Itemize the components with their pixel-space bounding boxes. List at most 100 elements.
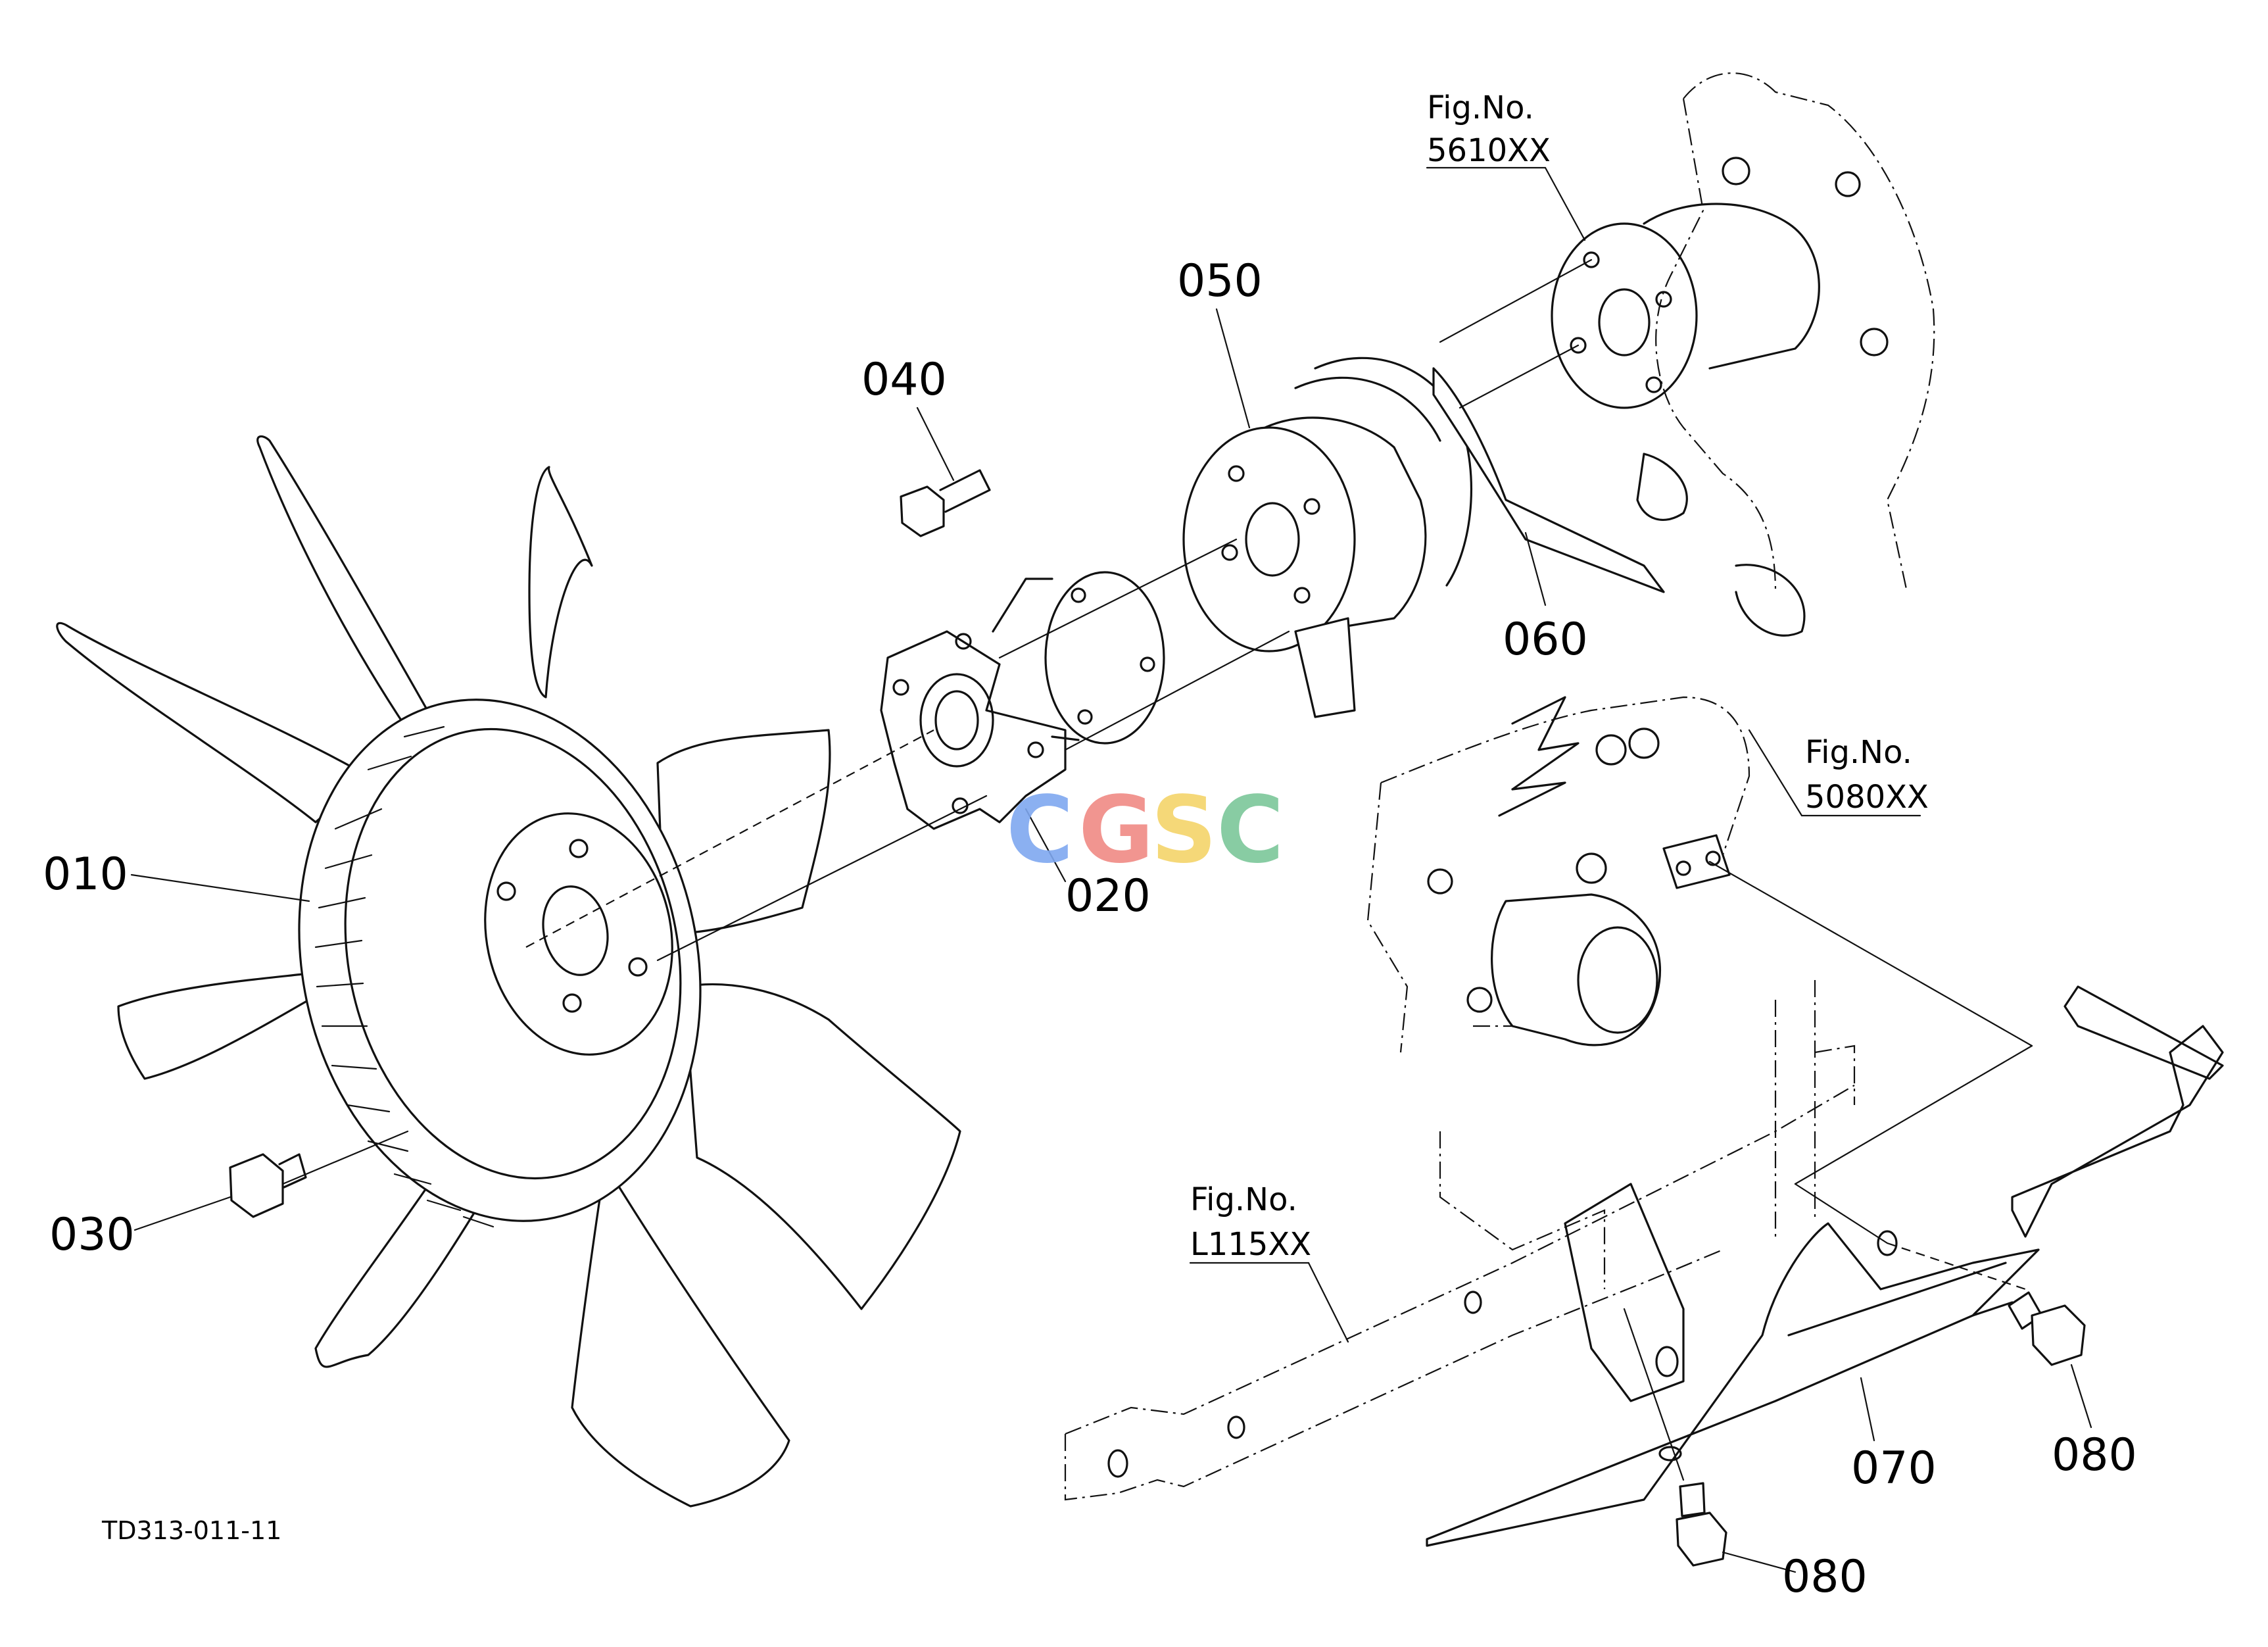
water-pump-shaft-boss bbox=[1598, 288, 1651, 356]
spacer-rear-body bbox=[992, 578, 1080, 741]
bolt-080-right bbox=[2008, 1291, 2086, 1366]
part-label-010: 010 bbox=[43, 848, 128, 900]
bolt-040-head bbox=[900, 485, 945, 537]
spacer-rear-hole-3 bbox=[1077, 709, 1093, 725]
engine-block-pipe-end bbox=[1577, 926, 1658, 1034]
fan-hub-bolt-hole-3 bbox=[562, 993, 582, 1013]
pulley-hole-3 bbox=[1293, 587, 1311, 604]
bolt-080-bottom-head bbox=[1676, 1512, 1727, 1567]
engine-block-spikes bbox=[1498, 696, 1580, 817]
pulley-hole-1 bbox=[1228, 465, 1245, 482]
spacer-rear-hole-2 bbox=[1140, 656, 1155, 672]
fan-blade-assembly bbox=[56, 435, 961, 1508]
part-label-030: 030 bbox=[49, 1209, 135, 1261]
engine-block-boss-2 bbox=[1628, 727, 1660, 759]
water-pump-bolt-boss-1 bbox=[1722, 157, 1750, 185]
part-label-040: 040 bbox=[861, 354, 947, 406]
fig-ref-5080-number: 5080XX bbox=[1805, 779, 1929, 816]
frame-rail-hole-2 bbox=[1227, 1415, 1245, 1439]
bolt-030-shank bbox=[278, 1153, 307, 1189]
fan-blade-bottom bbox=[571, 1163, 790, 1508]
stay-bracket-070 bbox=[1426, 985, 2224, 1547]
v-belt bbox=[1294, 367, 1665, 718]
fan-blade-left bbox=[117, 972, 310, 1080]
watermark-letter-1: C bbox=[1006, 777, 1074, 884]
stay-bracket-upper-arm bbox=[2011, 1025, 2224, 1238]
stay-bracket-fold bbox=[1787, 1262, 2014, 1337]
part-label-060: 060 bbox=[1503, 614, 1588, 666]
pulley-front-face bbox=[1182, 426, 1356, 652]
spacer-hole-2 bbox=[1027, 741, 1044, 758]
part-label-080-right: 080 bbox=[2052, 1429, 2137, 1481]
water-pump-flange-hole-1 bbox=[1583, 251, 1600, 268]
water-pump-bolt-boss-3 bbox=[1835, 171, 1861, 197]
part-label-020: 020 bbox=[1065, 870, 1151, 922]
frame-right-post bbox=[1814, 1045, 1856, 1105]
bolt-030-head bbox=[229, 1153, 284, 1218]
fan-blade-lower-right bbox=[683, 983, 961, 1310]
assembly-centerlines bbox=[281, 258, 2033, 1481]
water-pump-lower-port bbox=[1735, 564, 1806, 637]
part-labels: 010 020 030 040 050 060 070 080 080 bbox=[43, 255, 2137, 1603]
frame-rail-hole-1 bbox=[1107, 1449, 1128, 1478]
part-label-050: 050 bbox=[1177, 255, 1263, 307]
engine-block-pad-hole-2 bbox=[1705, 850, 1721, 866]
part-label-070: 070 bbox=[1851, 1442, 1937, 1494]
water-pump-flange-hole-3 bbox=[1645, 376, 1662, 393]
fan-shroud-fins bbox=[314, 725, 495, 1228]
bolt-080-bottom-shank bbox=[1679, 1482, 1706, 1517]
fig-ref-L115-title: Fig.No. bbox=[1190, 1181, 1297, 1218]
watermark-letter-2: G bbox=[1078, 777, 1154, 884]
v-belt-upper-run bbox=[1432, 367, 1665, 593]
water-pump-flange-hole-2 bbox=[1655, 291, 1672, 308]
v-belt-lower-run bbox=[1294, 617, 1356, 718]
fan-pulley bbox=[1182, 356, 1473, 652]
fan-blade-lower-left bbox=[314, 1156, 501, 1368]
engine-block-coolant-pipe bbox=[1491, 893, 1661, 1046]
fig-ref-5610-title: Fig.No. bbox=[1427, 89, 1534, 126]
frame-bracket-hole bbox=[1655, 1346, 1679, 1377]
engine-block-boss-4 bbox=[1466, 987, 1493, 1013]
pulley-hole-2 bbox=[1303, 498, 1320, 515]
frame-reference bbox=[1064, 980, 1856, 1501]
figure-references: Fig.No. 5610XX Fig.No. 5080XX Fig.No. L1… bbox=[1190, 89, 1929, 1263]
frame-upright-1 bbox=[1774, 980, 1816, 1237]
engine-block-boss-3 bbox=[1576, 852, 1607, 884]
stay-bracket-lower-hole bbox=[1658, 1446, 1682, 1462]
fan-blade-upper-left bbox=[56, 622, 370, 823]
engine-block-bracket-pad bbox=[1662, 834, 1731, 889]
fan-hub-bolt-hole-4 bbox=[496, 881, 516, 901]
frame-upright-2 bbox=[1439, 1131, 1606, 1289]
engine-block-boss-1 bbox=[1595, 734, 1627, 766]
stay-bracket-plate bbox=[1426, 1222, 2040, 1547]
pulley-hole-4 bbox=[1221, 544, 1238, 561]
engine-block-boss-5 bbox=[1427, 868, 1453, 895]
water-pump-outlet bbox=[1636, 453, 1688, 521]
bolt-080-bottom bbox=[1676, 1482, 1727, 1567]
fig-ref-L115-number: L115XX bbox=[1190, 1226, 1311, 1263]
watermark-letter-3: S bbox=[1151, 777, 1217, 884]
fan-hub-face bbox=[484, 812, 673, 1056]
spacer-hole-4 bbox=[892, 679, 909, 696]
stay-bracket-hole bbox=[1877, 1230, 1898, 1256]
spacer-center-bore bbox=[934, 690, 979, 750]
engine-block-reference bbox=[1366, 696, 1750, 1053]
spacer-rear-hole-1 bbox=[1071, 587, 1086, 603]
water-pump-flange-hole-4 bbox=[1570, 337, 1587, 354]
watermark-logo: C G S C bbox=[1006, 777, 1284, 884]
pulley-center-bore bbox=[1245, 502, 1300, 577]
water-pump-body bbox=[1643, 203, 1820, 370]
bolt-080-right-head bbox=[2031, 1304, 2086, 1366]
spacer-center-boss bbox=[919, 673, 994, 768]
stay-bracket-rod bbox=[2063, 985, 2224, 1080]
engine-block-pad-hole-1 bbox=[1676, 860, 1691, 876]
frame-bracket bbox=[1564, 1183, 1685, 1402]
fan-hub-bolt-hole-1 bbox=[569, 839, 589, 858]
pulley-groove-rim-2 bbox=[1294, 376, 1441, 442]
water-pump-housing-outline bbox=[1655, 72, 1935, 593]
bolt-030 bbox=[229, 1153, 307, 1218]
water-pump-flange bbox=[1551, 222, 1698, 409]
water-pump-reference bbox=[1551, 72, 1935, 637]
spacer-rear-disc bbox=[1044, 571, 1165, 745]
